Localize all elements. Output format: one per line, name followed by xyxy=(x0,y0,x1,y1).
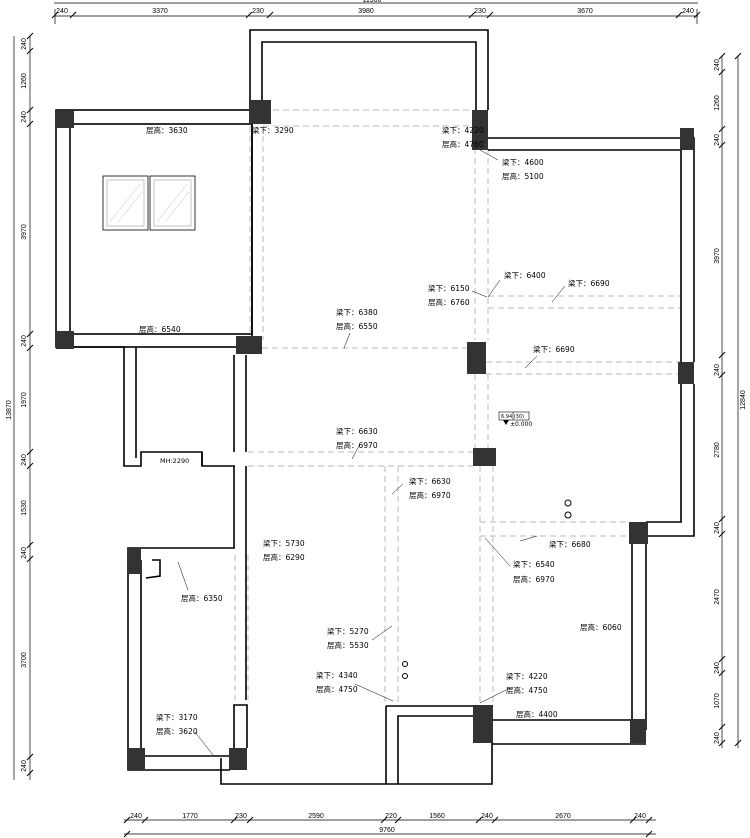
bottom-dim-total: 9760 xyxy=(379,827,395,834)
ceiling-height-label: 层高：3630 xyxy=(146,125,188,135)
ceiling-height-label: 层高：4400 xyxy=(516,709,558,719)
top-dimension: 11960 240 3370 230 3980 230 3670 240 xyxy=(51,0,701,24)
beam-height-label: 梁下：3170 xyxy=(156,713,198,722)
right-dim-seg-3: 240 xyxy=(714,134,721,146)
top-dim-seg-5: 230 xyxy=(474,8,486,15)
beam-height-label: 梁下：3290 xyxy=(252,126,294,135)
walls xyxy=(55,29,695,785)
bottom-dim-seg-5: 220 xyxy=(385,813,397,820)
left-dim-seg-7: 240 xyxy=(21,454,28,466)
annotations: 层高：3630 梁下：3290 梁下：4220 层高：4760 梁下：4600 … xyxy=(139,125,622,736)
left-dim-seg-3: 240 xyxy=(21,111,28,123)
ceiling-height-label: 层高：6290 xyxy=(263,552,305,562)
beam-height-label: 梁下：4600 xyxy=(502,158,544,167)
ceiling-height-label: 层高：6350 xyxy=(181,593,223,603)
beam-height-label: 梁下：6150 xyxy=(428,284,470,293)
ceiling-height-label: 层高：4750 xyxy=(316,684,358,694)
right-dim-seg-9: 240 xyxy=(714,662,721,674)
bottom-dim-seg-7: 240 xyxy=(481,813,493,820)
ceiling-height-label: 层高：4750 xyxy=(506,685,548,695)
right-dim-seg-4: 3970 xyxy=(714,248,721,264)
right-dim-seg-7: 240 xyxy=(714,522,721,534)
bottom-dim-seg-4: 2590 xyxy=(308,813,324,820)
fixture-circles xyxy=(402,499,572,679)
manhole-height-label: MH:2290 xyxy=(160,457,189,465)
beam-height-label: 梁下：6630 xyxy=(336,427,378,436)
left-dim-seg-2: 1260 xyxy=(21,73,28,89)
right-dim-seg-10: 1070 xyxy=(714,693,721,709)
beam-height-label: 梁下：6380 xyxy=(336,308,378,317)
ceiling-height-label: 层高：6970 xyxy=(336,440,378,450)
top-dim-total: 11960 xyxy=(363,0,382,4)
right-dimension: 240 1260 240 3970 240 2780 240 2470 240 … xyxy=(714,52,747,748)
beam-height-label: 梁下：6540 xyxy=(513,560,555,569)
right-dim-seg-8: 2470 xyxy=(714,589,721,605)
bottom-dim-seg-9: 240 xyxy=(634,813,646,820)
ceiling-height-label: 层高：6540 xyxy=(139,324,181,334)
top-dim-seg-4: 3980 xyxy=(358,8,374,15)
left-dim-seg-1: 240 xyxy=(21,38,28,50)
beam-height-label: 梁下：6690 xyxy=(533,345,575,354)
left-dim-seg-6: 1970 xyxy=(21,392,28,408)
left-dim-seg-9: 240 xyxy=(21,547,28,559)
bottom-dim-seg-8: 2670 xyxy=(555,813,571,820)
right-dim-seg-2: 1260 xyxy=(714,95,721,111)
top-dim-seg-1: 240 xyxy=(56,8,68,15)
columns xyxy=(56,100,694,770)
level-marker-bottom: ±0.000 xyxy=(510,421,532,428)
ceiling-height-label: 层高：5530 xyxy=(327,640,369,650)
ceiling-height-label: 层高：5100 xyxy=(502,171,544,181)
level-marker: 6.94 (30) ±0.000 xyxy=(498,411,532,428)
top-dim-seg-3: 230 xyxy=(252,8,264,15)
leader-lines xyxy=(177,149,566,756)
ceiling-height-label: 层高：6970 xyxy=(409,490,451,500)
top-dim-seg-7: 240 xyxy=(682,8,694,15)
beam-height-label: 梁下：5270 xyxy=(327,627,369,636)
bottom-dimension: 240 1770 230 2590 220 1560 240 2670 240 … xyxy=(123,813,656,838)
ceiling-height-label: 层高：6970 xyxy=(513,574,555,584)
ceiling-height-label: 层高：6760 xyxy=(428,297,470,307)
left-dim-seg-5: 240 xyxy=(21,335,28,347)
beam-height-label: 梁下：4220 xyxy=(506,672,548,681)
bottom-dim-seg-1: 240 xyxy=(130,813,142,820)
left-dim-seg-10: 3700 xyxy=(21,652,28,668)
bottom-dim-seg-6: 1560 xyxy=(429,813,445,820)
beam-height-label: 梁下：6630 xyxy=(409,477,451,486)
beam-height-label: 梁下：4340 xyxy=(316,671,358,680)
right-dim-seg-5: 240 xyxy=(714,364,721,376)
beam-height-label: 梁下：4220 xyxy=(442,126,484,135)
left-dimension: 240 1260 240 3970 240 1970 240 1530 240 … xyxy=(6,32,34,780)
right-dim-seg-11: 240 xyxy=(714,732,721,744)
beam-height-label: 梁下：5730 xyxy=(263,539,305,548)
beam-lines xyxy=(234,109,680,705)
ceiling-height-label: 层高：6550 xyxy=(336,321,378,331)
beam-height-label: 梁下：6680 xyxy=(549,540,591,549)
top-dim-seg-6: 3670 xyxy=(577,8,593,15)
ceiling-height-label: 层高：4760 xyxy=(442,139,484,149)
left-dim-seg-8: 1530 xyxy=(21,500,28,516)
left-dim-total: 13870 xyxy=(6,400,13,420)
right-dim-total: 12840 xyxy=(740,390,747,410)
beam-height-label: 梁下：6690 xyxy=(568,279,610,288)
top-dim-seg-2: 3370 xyxy=(152,8,168,15)
beam-height-label: 梁下：6400 xyxy=(504,271,546,280)
window-icon xyxy=(102,175,196,231)
left-dim-seg-11: 240 xyxy=(21,760,28,772)
bottom-dim-seg-3: 230 xyxy=(235,813,247,820)
right-dim-seg-6: 2780 xyxy=(714,442,721,458)
bottom-dim-seg-2: 1770 xyxy=(182,813,198,820)
left-dim-seg-4: 3970 xyxy=(21,224,28,240)
ceiling-height-label: 层高：6060 xyxy=(580,622,622,632)
ceiling-height-label: 层高：3620 xyxy=(156,726,198,736)
level-marker-top: 6.94 (30) xyxy=(501,414,524,420)
right-dim-seg-1: 240 xyxy=(714,59,721,71)
